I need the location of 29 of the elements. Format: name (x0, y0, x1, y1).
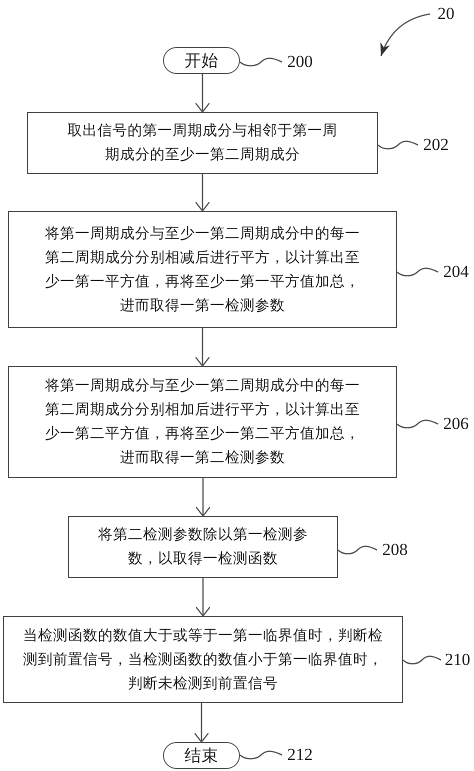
leader-line (402, 656, 442, 664)
reference-number: 210 (441, 648, 474, 672)
reference-number: 212 (282, 743, 318, 767)
leader-line (338, 546, 378, 554)
reference-number: 208 (377, 538, 413, 562)
leader-line (396, 268, 438, 276)
reference-number: 20 (432, 2, 460, 26)
leader-line (378, 140, 418, 150)
process-box: 将第一周期成分与至少一第二周期成分中的每一第二周期成分分别相加后进行平方，以计算出至少一第二平方值，再将至少一第二平方值加总，进而取得一第二检测参数 (8, 366, 397, 478)
process-box: 将第二检测参数除以第一检测参数，以取得一检测函数 (68, 516, 338, 578)
leader-line (240, 58, 282, 66)
process-box: 当检测函数的数值大于或等于一第一临界值时，判断检测到前置信号，当检测函数的数值小于第一临界值时，判断未检测到前置信号 (3, 616, 403, 703)
leader-line (240, 750, 282, 760)
reference-number: 204 (438, 260, 474, 284)
leader-line (396, 420, 438, 428)
arrow (194, 703, 210, 743)
arrow (195, 478, 211, 517)
reference-number: 202 (418, 133, 454, 157)
arrow (194, 328, 210, 367)
arrow (380, 13, 430, 56)
process-box: 取出信号的第一周期成分与相邻于第一周期成分的至少一第二周期成分 (27, 112, 378, 174)
process-box: 将第一周期成分与至少一第二周期成分中的每一第二周期成分分别相减后进行平方，以计算出至少一第一平方值，再将至少一第一平方值加总，进而取得一第一检测参数 (8, 211, 397, 328)
terminal-box: 开始 (163, 47, 240, 74)
reference-number: 200 (282, 50, 318, 74)
reference-number: 206 (438, 412, 474, 436)
arrow (194, 74, 210, 113)
arrow (195, 578, 211, 617)
arrow (194, 174, 210, 212)
terminal-box: 结束 (163, 742, 240, 769)
